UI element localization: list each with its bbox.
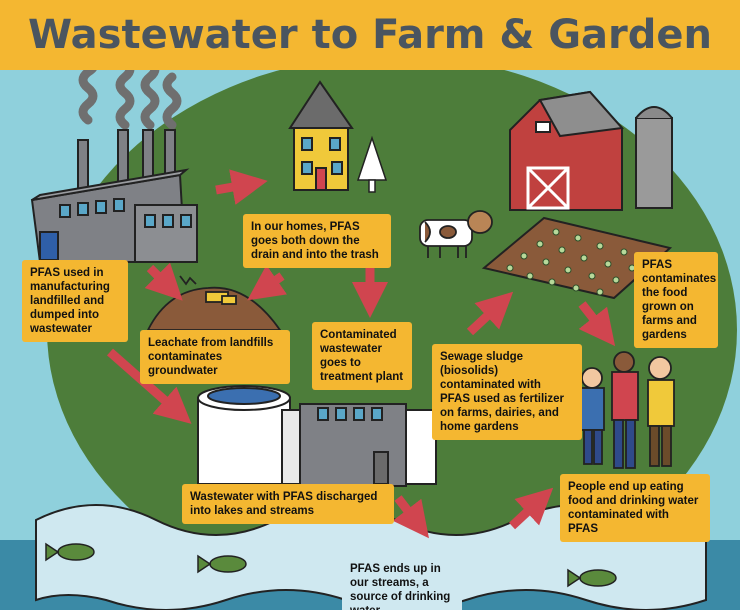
label-food: PFAS contaminates the food grown on farm… [634,252,718,348]
title-band: Wastewater to Farm & Garden [0,0,740,70]
label-homes: In our homes, PFAS goes both down the dr… [243,214,391,268]
label-leachate: Leachate from landfills contaminates gro… [140,330,290,384]
arrow-sludge-to-field [466,291,514,336]
page-title: Wastewater to Farm & Garden [27,12,713,58]
arrow-discharge-to-stream [392,495,429,539]
fish-icon [45,542,617,588]
label-sludge: Sewage sludge (biosolids) contaminated w… [432,344,582,440]
flow-arrows [107,169,616,539]
arrow-stream-to-people [508,487,554,530]
silo-icon [635,106,673,209]
label-manufacturing: PFAS used in manufacturing landfilled an… [22,260,128,342]
label-treatment: Contaminated wastewater goes to treatmen… [312,322,412,390]
house-icon [288,80,354,191]
factory-icon [30,129,198,263]
arrow-house-to-landfill [247,264,288,301]
label-streams: PFAS ends up in our streams, a source of… [342,556,462,610]
barn-icon [509,90,625,211]
crop-field-icon [481,216,673,300]
tree-icon [356,135,388,193]
label-people: People end up eating food and drinking w… [560,474,710,542]
arrow-factory-to-landfill [144,262,183,301]
cow-icon [419,210,493,258]
arrow-factory-to-house [215,169,268,205]
treatment-tank-icon [197,385,301,485]
label-discharge: Wastewater with PFAS discharged into lak… [182,484,394,524]
treatment-building-icon [299,403,437,487]
arrow-field-to-people [578,301,616,347]
people-icon [579,351,675,469]
